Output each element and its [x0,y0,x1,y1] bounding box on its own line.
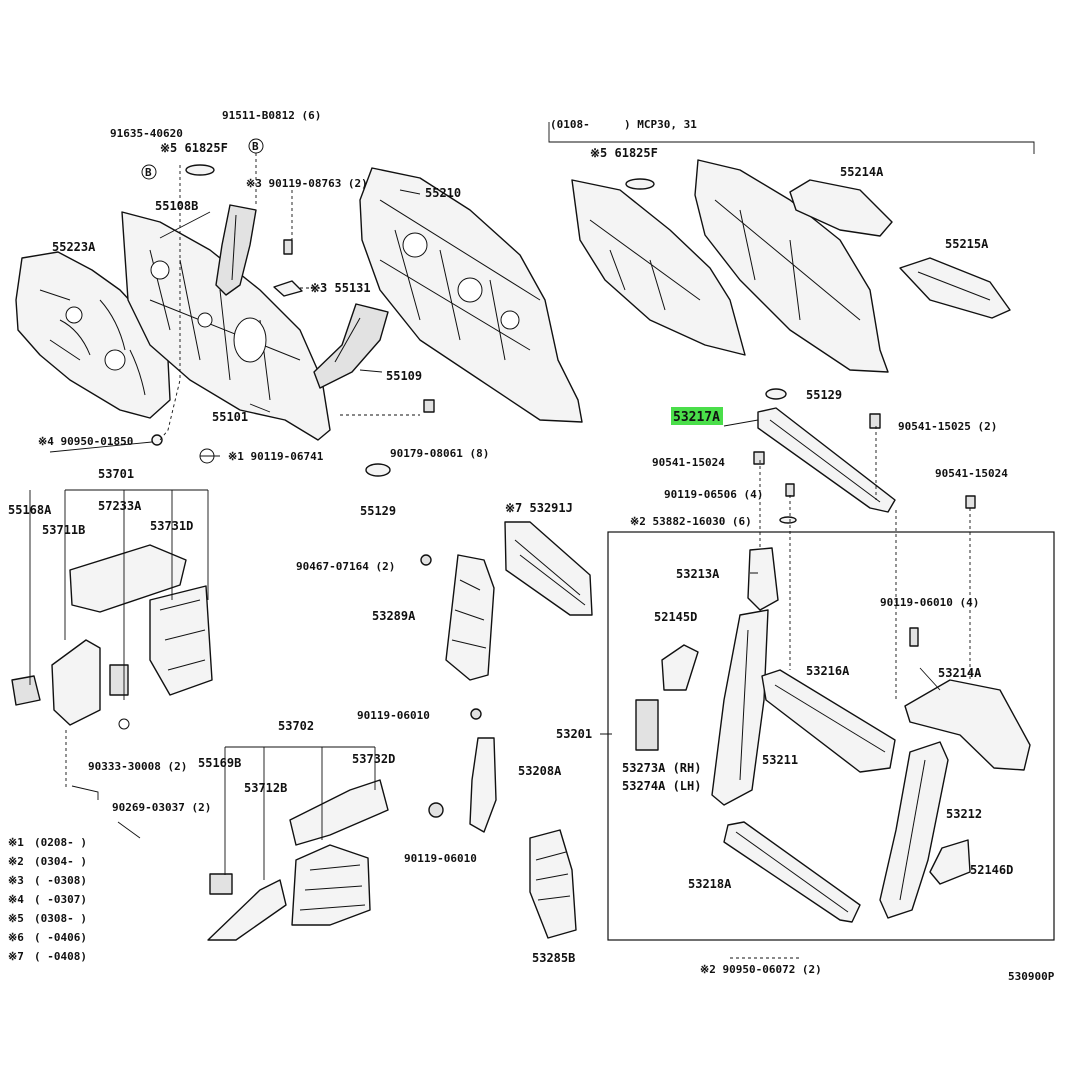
label-55129-left: 55129 [360,504,396,518]
part-55101-drawing [121,211,331,441]
label-90467: 90467-07164 (2) [296,560,395,573]
label-53285B: 53285B [532,951,575,965]
label-90541-15024-b: 90541-15024 [935,467,1008,480]
label-90541-15024-a: 90541-15024 [652,456,725,469]
label-53213A: 53213A [676,567,720,581]
legend-range-4: ( -0307) [34,893,87,906]
fasteners-left-drawing [141,138,435,477]
label-53711B: 53711B [42,523,85,537]
part-55215A-drawing [899,257,1011,319]
label-55129-right: 55129 [806,388,842,402]
part-55210-drawing [359,167,583,423]
part-53291J-drawing [504,521,593,616]
label-53882: ※2 53882-16030 (6) [630,515,752,528]
part-53289A-drawing [420,554,495,681]
label-55168A: 55168A [8,503,52,517]
label-55210: 55210 [425,186,461,200]
highlight-53217A [671,407,723,425]
label-55109: 55109 [386,369,422,383]
label-53289A: 53289A [372,609,416,623]
label-53212: 53212 [946,807,982,821]
label-90119-06010-mid: 90119-06010 [357,709,430,722]
part-53702-drawing [207,779,389,941]
legend-range-3: ( -0308) [34,874,87,887]
labels: 55223A 91635-40620 ※5 61825F B 91511-B08… [8,109,1055,983]
label-53201: 53201 [556,727,592,741]
legend-range-7: ( -0408) [34,950,87,963]
label-53712B: 53712B [244,781,287,795]
legend-mark-2: ※2 [8,855,24,868]
label-90950-01850: ※4 90950-01850 [38,435,133,448]
leader-lines [29,122,1055,959]
label-61825F-left: ※5 61825F [160,141,228,155]
label-53216A: 53216A [806,664,850,678]
label-55169B: 55169B [198,756,241,770]
label-53701: 53701 [98,467,134,481]
label-90119-06741: ※1 90119-06741 [228,450,324,463]
label-91511: 91511-B0812 (6) [222,109,321,122]
label-90179-08061: 90179-08061 (8) [390,447,489,460]
label-53731D: 53731D [150,519,193,533]
legend-mark-1: ※1 [8,836,24,849]
label-61825F-right: ※5 61825F [590,146,658,160]
part-53701-drawing [11,544,213,839]
label-53211: 53211 [762,753,798,767]
part-right-dash-drawing [571,159,889,373]
label-53214A: 53214A [938,666,982,680]
label-90950-06072: ※2 90950-06072 (2) [700,963,822,976]
label-55223A: 55223A [52,240,96,254]
label-55131: ※3 55131 [310,281,371,295]
label-52145D: 52145D [654,610,697,624]
legend-range-5: (0308- ) [34,912,87,925]
label-90119-06010-right: 90119-06010 (4) [880,596,979,609]
label-53217A: 53217A [673,410,720,425]
label-90119-06010-low: 90119-06010 [404,852,477,865]
legend-range-6: ( -0406) [34,931,87,944]
part-53201-assembly-drawing [635,547,1031,923]
label-B-top: B [252,140,259,153]
diagram-code: 530900P [1008,970,1055,983]
label-53702: 53702 [278,719,314,733]
label-91635: 91635-40620 [110,127,183,140]
legend-mark-5: ※5 [8,912,24,925]
part-55223A-drawing [15,251,171,419]
label-53291J: ※7 53291J [505,501,573,515]
label-90333: 90333-30008 (2) [88,760,187,773]
part-55108B-drawing [215,204,257,296]
label-53732D: 53732D [352,752,395,766]
part-55109-drawing [313,303,389,389]
label-90119-08763: ※3 90119-08763 (2) [246,177,368,190]
fasteners-right-drawing [753,388,976,647]
legend-mark-3: ※3 [8,874,24,887]
label-90119-06506: 90119-06506 (4) [664,488,763,501]
part-55214A-drawing [789,179,893,237]
legend-range-2: (0304- ) [34,855,87,868]
label-52146D: 52146D [970,863,1013,877]
legend: ※1 (0208- ) ※2 (0304- ) ※3 ( -0308) ※4 (… [8,836,87,963]
part-53217A-drawing [757,407,896,513]
label-B-left: B [145,166,152,179]
label-55101: 55101 [212,410,248,424]
legend-mark-7: ※7 [8,950,24,963]
legend-mark-6: ※6 [8,931,24,944]
label-90541-15025: 90541-15025 (2) [898,420,997,433]
label-53273A: 53273A (RH) [622,761,701,775]
legend-mark-4: ※4 [8,893,24,906]
label-53274A: 53274A (LH) [622,779,701,793]
part-53208A-drawing [428,708,497,833]
label-55215A: 55215A [945,237,989,251]
legend-range-1: (0208- ) [34,836,87,849]
label-55214A: 55214A [840,165,884,179]
part-53285B-drawing [529,829,577,939]
label-53218A: 53218A [688,877,732,891]
label-range-model: ) MCP30, 31 [624,118,697,131]
label-range-code: (0108- [550,118,590,131]
label-53208A: 53208A [518,764,562,778]
label-90269: 90269-03037 (2) [112,801,211,814]
label-57233A: 57233A [98,499,142,513]
label-55108B: 55108B [155,199,198,213]
